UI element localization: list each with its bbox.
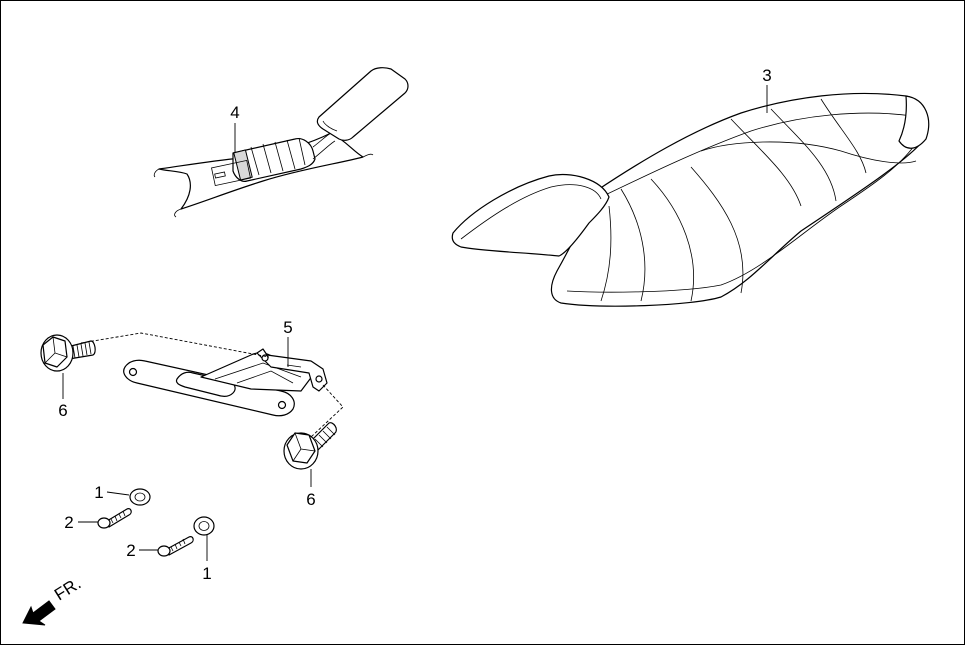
washer-b-callout-number: 1 [202,564,211,583]
seat-part [451,92,930,307]
tool-bag-part [153,67,409,218]
washer-a-callout-number: 1 [94,483,103,502]
screw-b-callout-number: 2 [126,541,135,560]
seat-bracket-part [123,348,328,417]
tool-bag-callout-number: 4 [230,103,239,122]
washer-lower [193,516,215,536]
washer-upper [129,488,151,506]
screw-upper [97,508,132,529]
front-direction-label: FR. [51,574,84,605]
screw-lower [157,536,194,557]
seat-callout-number: 3 [762,66,771,85]
bolt-a-callout-number: 6 [58,401,67,420]
screw-a-callout-number: 2 [64,513,73,532]
washer-a-leader-line [106,491,130,496]
flange-bolt-lower [283,422,337,470]
bracket-callout-number: 5 [283,318,292,337]
flange-bolt-upper [40,334,96,372]
assembly-line-upper [80,332,270,358]
front-direction-arrow-icon [22,600,56,626]
bolt-b-callout-number: 6 [306,490,315,509]
